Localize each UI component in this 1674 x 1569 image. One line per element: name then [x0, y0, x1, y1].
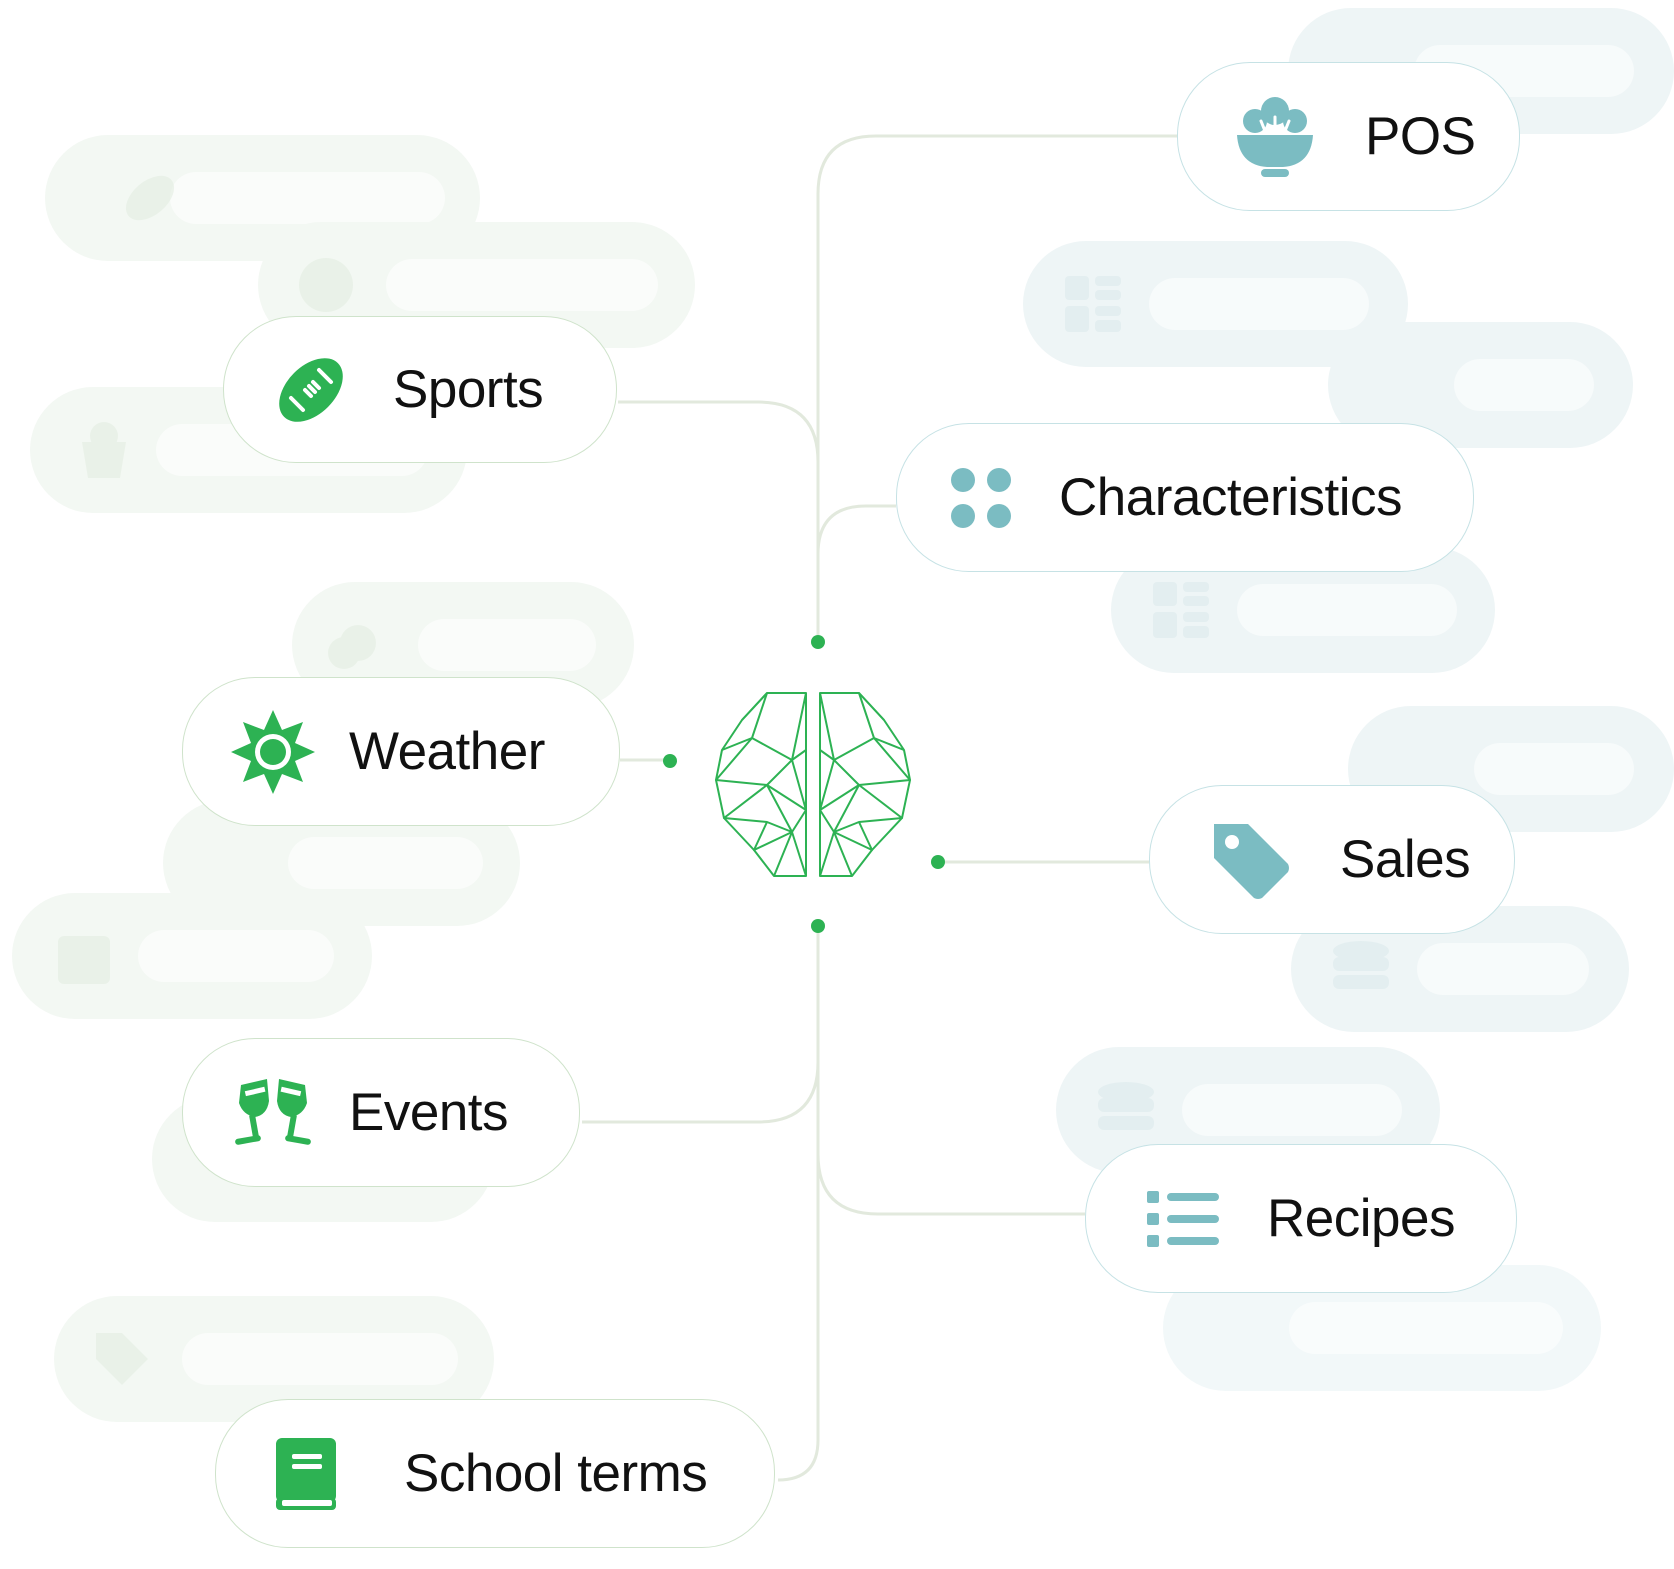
node-label: Sports [393, 360, 544, 419]
node-label: POS [1365, 107, 1476, 166]
toast-glasses-icon [231, 1071, 315, 1155]
price-tag-icon [1208, 818, 1292, 902]
node-weather[interactable]: Weather [182, 677, 620, 826]
node-recipes[interactable]: Recipes [1085, 1144, 1517, 1293]
node-sports[interactable]: Sports [223, 316, 617, 463]
node-school-terms[interactable]: School terms [215, 1399, 775, 1548]
list-icon [1141, 1177, 1225, 1261]
ghost-pill [12, 893, 372, 1019]
node-sales[interactable]: Sales [1149, 785, 1515, 934]
connector-pos [816, 134, 1177, 642]
connector-characteristics [816, 504, 896, 555]
football-icon [269, 348, 353, 432]
node-events[interactable]: Events [182, 1038, 580, 1187]
brain-network-icon [715, 692, 911, 877]
connector-dot-top [811, 635, 825, 649]
node-label: Characteristics [1059, 468, 1402, 527]
node-characteristics[interactable]: Characteristics [896, 423, 1474, 572]
node-label: Weather [349, 722, 545, 781]
node-label: Recipes [1267, 1189, 1455, 1248]
connector-dot-bottom [811, 919, 825, 933]
connector-events [582, 926, 820, 1124]
four-dots-icon [939, 456, 1023, 540]
connector-dot-right [931, 855, 945, 869]
node-label: School terms [404, 1444, 708, 1503]
connector-recipes [816, 1060, 1085, 1216]
node-label: Sales [1340, 830, 1471, 889]
book-icon [264, 1432, 348, 1516]
sun-icon [231, 709, 315, 794]
salad-bowl-icon [1233, 95, 1317, 179]
connector-sports [618, 400, 820, 463]
ghost-pill [1056, 1047, 1440, 1173]
connector-school-terms [777, 1140, 820, 1482]
node-pos[interactable]: POS [1177, 62, 1520, 211]
connector-dot-left [663, 754, 677, 768]
node-label: Events [349, 1083, 509, 1142]
